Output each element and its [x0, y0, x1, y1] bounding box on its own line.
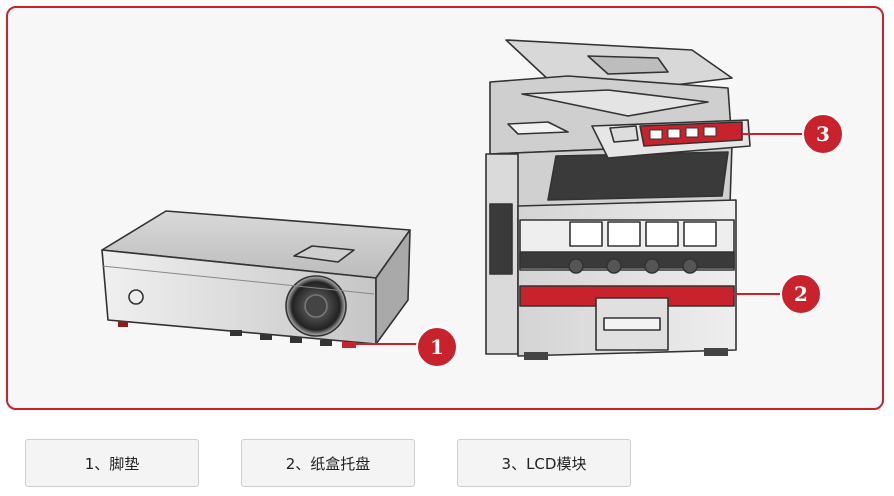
- marker-3[interactable]: 3: [802, 113, 844, 155]
- paper-tray-button[interactable]: 2、纸盒托盘: [241, 439, 415, 487]
- copier: [485, 39, 751, 360]
- svg-text:1: 1: [430, 335, 444, 359]
- device-illustration: 1 2 3: [101, 39, 844, 368]
- foot-pad-button[interactable]: 1、脚垫: [25, 439, 199, 487]
- svg-text:3: 3: [816, 122, 830, 146]
- projector: [101, 210, 411, 348]
- marker-1[interactable]: 1: [416, 326, 458, 368]
- illustration-panel: 1 2 3: [6, 6, 884, 410]
- callout-lines: [344, 133, 806, 345]
- lcd-module-button[interactable]: 3、LCD模块: [457, 439, 631, 487]
- svg-text:2: 2: [794, 282, 808, 306]
- marker-2[interactable]: 2: [780, 273, 822, 315]
